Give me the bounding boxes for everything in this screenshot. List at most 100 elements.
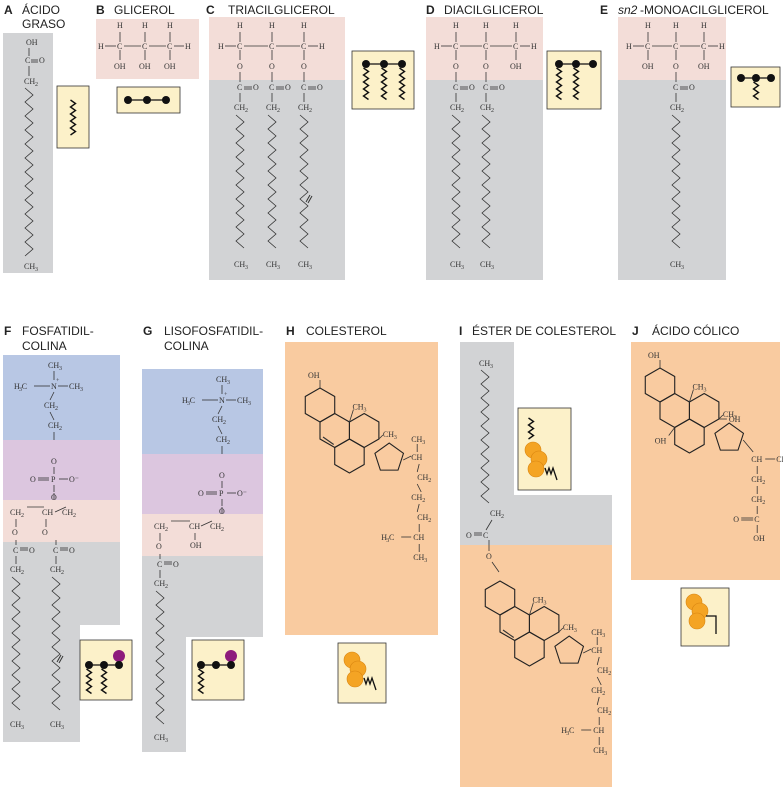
svg-text:2: 2 xyxy=(422,498,425,504)
panel-j-letter: J xyxy=(632,324,639,338)
svg-text:H: H xyxy=(453,21,459,30)
cholesterol-steroid-icon xyxy=(343,651,377,691)
svg-text:2: 2 xyxy=(73,513,76,519)
panel-d-title: DIACILGLICEROL xyxy=(444,3,544,17)
carbonyl-carbon-label: C xyxy=(483,83,488,92)
panel-a-title-line2: GRASO xyxy=(22,17,65,31)
svg-text:O: O xyxy=(29,546,35,555)
svg-text:2: 2 xyxy=(428,478,431,484)
panel-g-title-line1: LISOFOSFATIDIL- xyxy=(164,324,263,338)
svg-text:3: 3 xyxy=(461,265,464,271)
carbonyl-carbon-label: C xyxy=(673,83,678,92)
svg-text:CH: CH xyxy=(450,260,461,269)
carboxyl-carbon-label: C xyxy=(25,56,30,65)
svg-text:H: H xyxy=(513,21,519,30)
phosphorus-label: P xyxy=(51,475,56,484)
hydrocarbon-chain xyxy=(235,114,245,249)
svg-text:3: 3 xyxy=(566,731,569,737)
svg-text:2: 2 xyxy=(59,426,62,432)
glycerol-carbon-label: C xyxy=(117,42,122,51)
svg-text:CH: CH xyxy=(10,508,21,517)
svg-text:CH: CH xyxy=(417,473,428,482)
svg-text:2: 2 xyxy=(55,406,58,412)
glycerol-backbone-region xyxy=(209,17,345,80)
panel-h-letter: H xyxy=(286,324,295,338)
glycerol-carbon-label: C xyxy=(483,42,488,51)
svg-text:CH: CH xyxy=(42,508,53,517)
svg-text:H C: H C xyxy=(14,382,27,391)
svg-text:O: O xyxy=(69,546,75,555)
svg-text:CH: CH xyxy=(234,103,245,112)
svg-text:CH: CH xyxy=(266,103,277,112)
panel-e-title-prefix: sn2 xyxy=(618,3,638,17)
svg-text:2: 2 xyxy=(491,108,494,114)
svg-text:CH: CH xyxy=(216,375,227,384)
svg-text:2: 2 xyxy=(501,514,504,520)
carbonyl-oxygen-label: O xyxy=(253,83,259,92)
svg-text:CH: CH xyxy=(591,628,602,637)
svg-text:CH: CH xyxy=(490,509,501,518)
panel-j-title: ÁCIDO CÓLICO xyxy=(652,323,739,338)
glycerol-carbon-label: C xyxy=(269,42,274,51)
svg-text:O: O xyxy=(12,528,18,537)
svg-text:CH: CH xyxy=(216,435,227,444)
svg-text:CH: CH xyxy=(298,103,309,112)
phosphocholine-headgroup-icon xyxy=(225,650,237,662)
svg-text:2: 2 xyxy=(608,711,611,717)
carbonyl-oxygen-label: O xyxy=(285,83,291,92)
svg-text:2: 2 xyxy=(21,513,24,519)
hydroxyl-label: OH xyxy=(114,62,126,71)
carbonyl-oxygen-label: O xyxy=(317,83,323,92)
svg-text:3: 3 xyxy=(61,725,64,731)
svg-text:2: 2 xyxy=(608,671,611,677)
svg-text:CH: CH xyxy=(751,475,762,484)
svg-text:H: H xyxy=(237,21,243,30)
hydroxyl-label: OH xyxy=(139,62,151,71)
glycerol-backbone-region xyxy=(426,17,543,80)
hydroxyl-label: OH xyxy=(164,62,176,71)
panel-f-title-line2: COLINA xyxy=(22,339,67,353)
svg-text:3: 3 xyxy=(35,267,38,273)
acyl-chains-region xyxy=(209,80,345,280)
svg-text:H: H xyxy=(185,42,191,51)
svg-text:O: O xyxy=(733,515,739,524)
svg-text:CH: CH xyxy=(532,596,543,605)
svg-text:3: 3 xyxy=(59,366,62,372)
side-chain-icon xyxy=(363,675,377,691)
svg-text:H C: H C xyxy=(182,396,195,405)
svg-text:CH: CH xyxy=(411,435,422,444)
svg-text:O: O xyxy=(156,542,162,551)
svg-text:H: H xyxy=(673,21,679,30)
svg-text:H C: H C xyxy=(381,533,394,542)
hydroxyl-label: OH xyxy=(642,62,654,71)
fatty-acid-structure: OH C O CH 2 CH 3 xyxy=(24,38,45,273)
svg-text:CH: CH xyxy=(591,646,602,655)
svg-text:2: 2 xyxy=(762,500,765,506)
svg-text:CH: CH xyxy=(237,396,248,405)
svg-text:CH: CH xyxy=(723,410,734,419)
glycerol-carbon-label: C xyxy=(453,42,458,51)
svg-text:O⁻: O⁻ xyxy=(237,489,247,498)
svg-text:CH: CH xyxy=(210,522,221,531)
svg-text:3: 3 xyxy=(422,440,425,446)
ester-oxygen-label: O xyxy=(237,62,243,71)
svg-text:2: 2 xyxy=(277,108,280,114)
svg-text:3: 3 xyxy=(80,387,83,393)
svg-text:2: 2 xyxy=(165,527,168,533)
svg-text:CH: CH xyxy=(10,720,21,729)
svg-text:CH: CH xyxy=(212,415,223,424)
svg-text:CH: CH xyxy=(352,403,363,412)
svg-text:CH: CH xyxy=(751,495,762,504)
svg-text:CH: CH xyxy=(234,260,245,269)
svg-text:2: 2 xyxy=(245,108,248,114)
